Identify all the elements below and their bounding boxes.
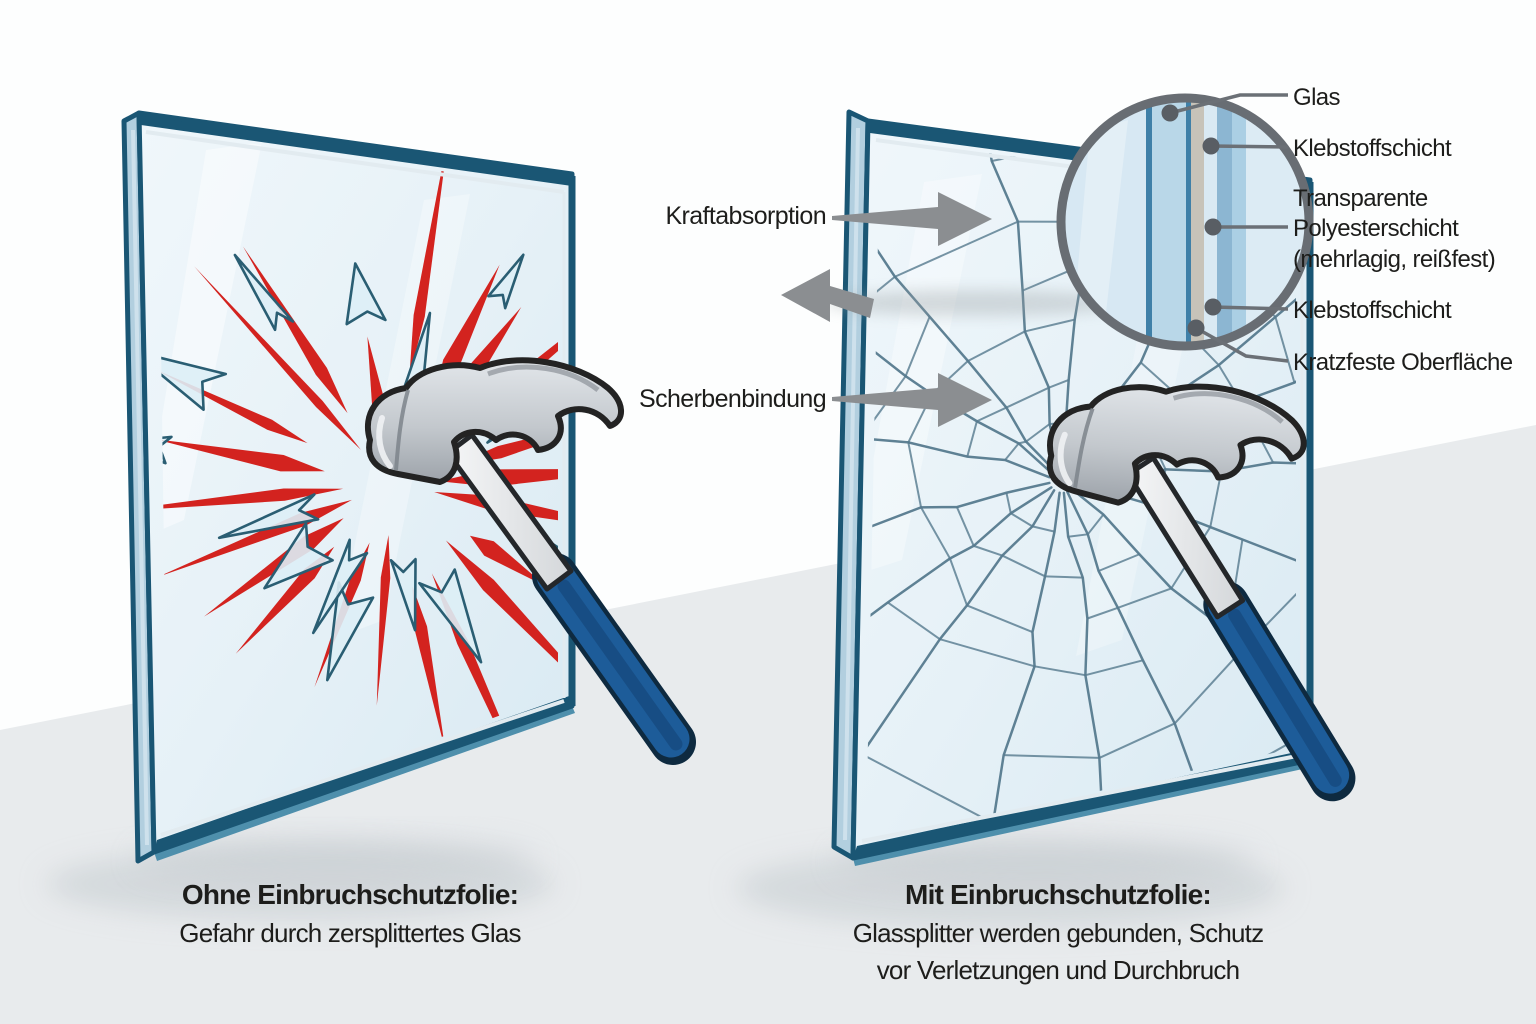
caption-left-line: Gefahr durch zersplittertes Glas bbox=[179, 918, 521, 948]
force-arrows bbox=[781, 192, 1125, 427]
label-scherbenbindung: Scherbenbindung bbox=[639, 385, 826, 413]
caption-right-line2: vor Verletzungen und Durchbruch bbox=[877, 955, 1240, 985]
caption-right: Mit Einbruchschutzfolie: Glassplitter we… bbox=[853, 879, 1264, 985]
force-streak bbox=[825, 290, 1125, 316]
label-polyester-1: Transparente bbox=[1293, 185, 1428, 212]
magnifier-ring bbox=[1056, 93, 1314, 351]
label-polyester-3: (mehrlagig, reißfest) bbox=[1293, 246, 1495, 273]
label-kratzfest: Kratzfeste Oberfläche bbox=[1293, 349, 1513, 376]
arrow-right-bottom-icon bbox=[832, 373, 992, 427]
label-glas: Glas bbox=[1293, 84, 1341, 111]
layer-callout-labels: Glas Klebstoffschicht Transparente Polye… bbox=[1293, 84, 1513, 376]
callout-dots bbox=[1161, 104, 1222, 337]
caption-right-line1: Glassplitter werden gebunden, Schutz bbox=[853, 918, 1264, 948]
film-layer-stack bbox=[1061, 98, 1309, 346]
floor-shadows bbox=[45, 838, 1285, 928]
label-kraftabsorption: Kraftabsorption bbox=[665, 202, 826, 230]
callout-leaders bbox=[1169, 93, 1289, 363]
label-polyester-2: Polyesterschicht bbox=[1293, 215, 1459, 242]
caption-left-title: Ohne Einbruchschutzfolie: bbox=[182, 879, 518, 910]
label-klebstoff-1: Klebstoffschicht bbox=[1293, 135, 1452, 162]
arrow-right-top-icon bbox=[832, 192, 992, 246]
arrow-left-icon bbox=[781, 269, 874, 322]
magnifier-detail bbox=[1056, 93, 1314, 351]
caption-left: Ohne Einbruchschutzfolie: Gefahr durch z… bbox=[179, 879, 522, 948]
caption-right-title: Mit Einbruchschutzfolie: bbox=[905, 879, 1211, 910]
label-klebstoff-2: Klebstoffschicht bbox=[1293, 297, 1452, 324]
